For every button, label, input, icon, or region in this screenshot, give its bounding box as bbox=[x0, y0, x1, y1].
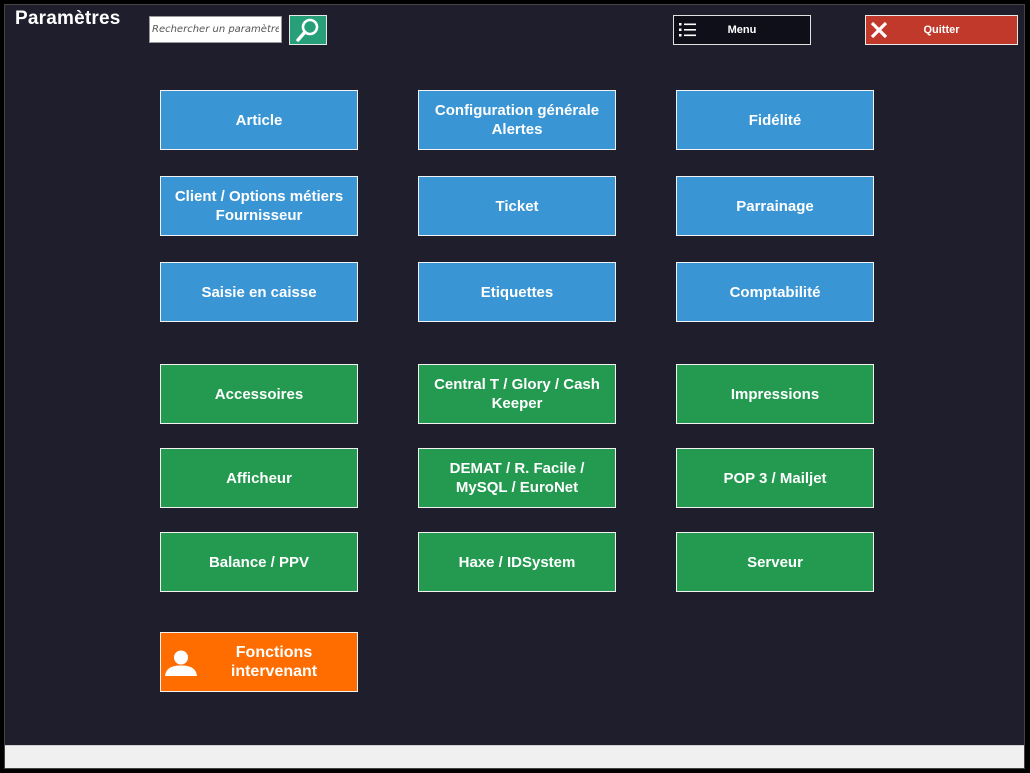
list-icon bbox=[679, 23, 696, 37]
tile-etiquettes[interactable]: Etiquettes bbox=[418, 262, 616, 322]
tile-central-glory-cash-keeper[interactable]: Central T / Glory / Cash Keeper bbox=[418, 364, 616, 424]
menu-button[interactable]: Menu bbox=[673, 15, 811, 45]
tile-saisie-en-caisse[interactable]: Saisie en caisse bbox=[160, 262, 358, 322]
tile-serveur[interactable]: Serveur bbox=[676, 532, 874, 592]
tile-accessoires[interactable]: Accessoires bbox=[160, 364, 358, 424]
search-icon bbox=[296, 18, 319, 42]
tile-parrainage[interactable]: Parrainage bbox=[676, 176, 874, 236]
quit-label: Quitter bbox=[923, 24, 960, 36]
tile-article[interactable]: Article bbox=[160, 90, 358, 150]
page-title: Paramètres bbox=[15, 8, 121, 29]
tile-fidelite[interactable]: Fidélité bbox=[676, 90, 874, 150]
search-button[interactable] bbox=[289, 15, 327, 45]
tile-configuration-generale[interactable]: Configuration générale Alertes bbox=[418, 90, 616, 150]
tile-afficheur[interactable]: Afficheur bbox=[160, 448, 358, 508]
tile-pop3-mailjet[interactable]: POP 3 / Mailjet bbox=[676, 448, 874, 508]
tile-ticket[interactable]: Ticket bbox=[418, 176, 616, 236]
user-icon bbox=[165, 650, 197, 676]
menu-label: Menu bbox=[727, 24, 757, 36]
settings-panel: Paramètres Menu Quitter Article Configur… bbox=[5, 5, 1024, 745]
tile-balance-ppv[interactable]: Balance / PPV bbox=[160, 532, 358, 592]
tile-fonctions-intervenant-label: Fonctions intervenant bbox=[230, 644, 318, 680]
tile-comptabilite[interactable]: Comptabilité bbox=[676, 262, 874, 322]
tile-impressions[interactable]: Impressions bbox=[676, 364, 874, 424]
tile-haxe-idsystem[interactable]: Haxe / IDSystem bbox=[418, 532, 616, 592]
search-input[interactable] bbox=[149, 16, 282, 43]
quit-button[interactable]: Quitter bbox=[865, 15, 1018, 45]
close-icon bbox=[870, 21, 888, 39]
tile-client[interactable]: Client / Options métiers Fournisseur bbox=[160, 176, 358, 236]
tile-demat[interactable]: DEMAT / R. Facile / MySQL / EuroNet bbox=[418, 448, 616, 508]
status-bar bbox=[5, 745, 1024, 765]
tile-fonctions-intervenant[interactable]: Fonctions intervenant bbox=[160, 632, 358, 692]
